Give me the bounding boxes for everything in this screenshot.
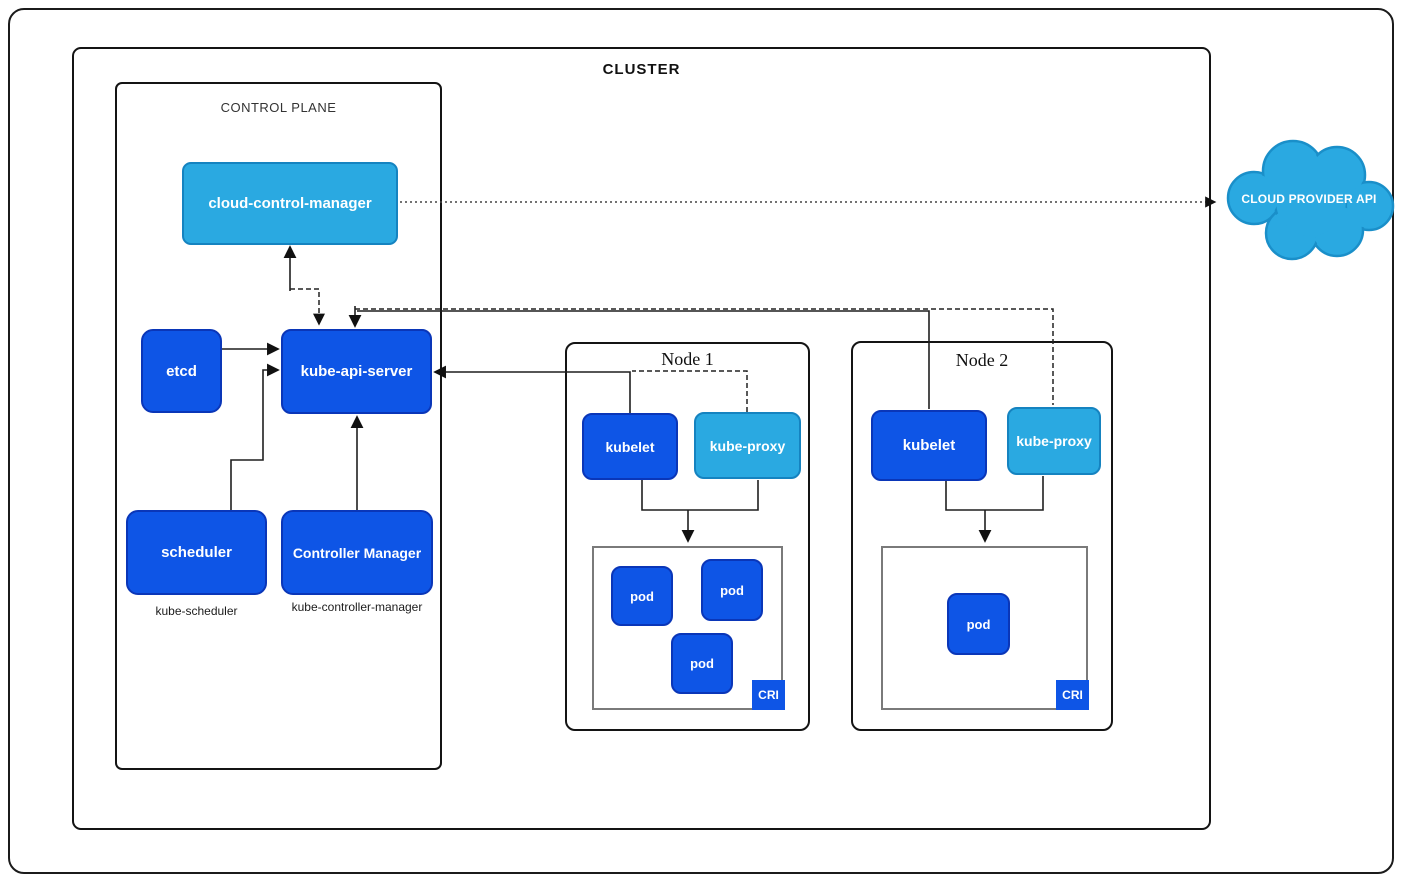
control-plane-title: CONTROL PLANE (220, 100, 337, 115)
cloud-control-manager-label: cloud-control-manager (208, 195, 372, 212)
node1-cri-badge: CRI (752, 680, 785, 710)
node1-pod2-box: pod (701, 559, 763, 621)
kube-scheduler-alias-label: kube-scheduler (155, 604, 238, 618)
node2-container-runtime-box (881, 546, 1088, 710)
scheduler-label: scheduler (161, 544, 232, 561)
node2-kube-proxy-box: kube-proxy (1007, 407, 1101, 475)
kube-api-server-box: kube-api-server (281, 329, 432, 414)
kube-controller-manager-alias-label: kube-controller-manager (291, 600, 423, 614)
node2-pod1-box: pod (947, 593, 1010, 655)
cloud-provider-api-label: CLOUD PROVIDER API (1241, 192, 1377, 206)
controller-manager-box: Controller Manager (281, 510, 433, 595)
cluster-title: CLUSTER (602, 61, 681, 78)
controller-manager-label: Controller Manager (292, 544, 422, 561)
etcd-box: etcd (141, 329, 222, 413)
node2-cri-label: CRI (1062, 688, 1083, 702)
node2-title: Node 2 (955, 350, 1009, 370)
node1-pod2-label: pod (720, 582, 744, 598)
node2-kube-proxy-label: kube-proxy (1016, 433, 1092, 449)
node1-kubelet-box: kubelet (582, 413, 678, 480)
node1-pod3-label: pod (690, 656, 714, 671)
cloud-control-manager-box: cloud-control-manager (182, 162, 398, 245)
node1-pod1-label: pod (630, 588, 654, 604)
scheduler-box: scheduler (126, 510, 267, 595)
node1-pod1-box: pod (611, 566, 673, 626)
node2-kubelet-box: kubelet (871, 410, 987, 481)
node1-kube-proxy-label: kube-proxy (709, 437, 786, 454)
etcd-label: etcd (166, 362, 197, 380)
kube-api-server-label: kube-api-server (300, 363, 413, 380)
node1-kube-proxy-box: kube-proxy (694, 412, 801, 479)
node1-title: Node 1 (661, 349, 714, 369)
node2-pod1-label: pod (966, 616, 991, 632)
node1-kubelet-label: kubelet (605, 438, 655, 455)
node2-cri-badge: CRI (1056, 680, 1089, 710)
node1-cri-label: CRI (758, 688, 779, 702)
cloud-provider-api: CLOUD PROVIDER API (1216, 134, 1402, 268)
node2-kubelet-label: kubelet (902, 437, 956, 454)
node1-pod3-box: pod (671, 633, 733, 694)
cloud-icon (1226, 139, 1395, 261)
